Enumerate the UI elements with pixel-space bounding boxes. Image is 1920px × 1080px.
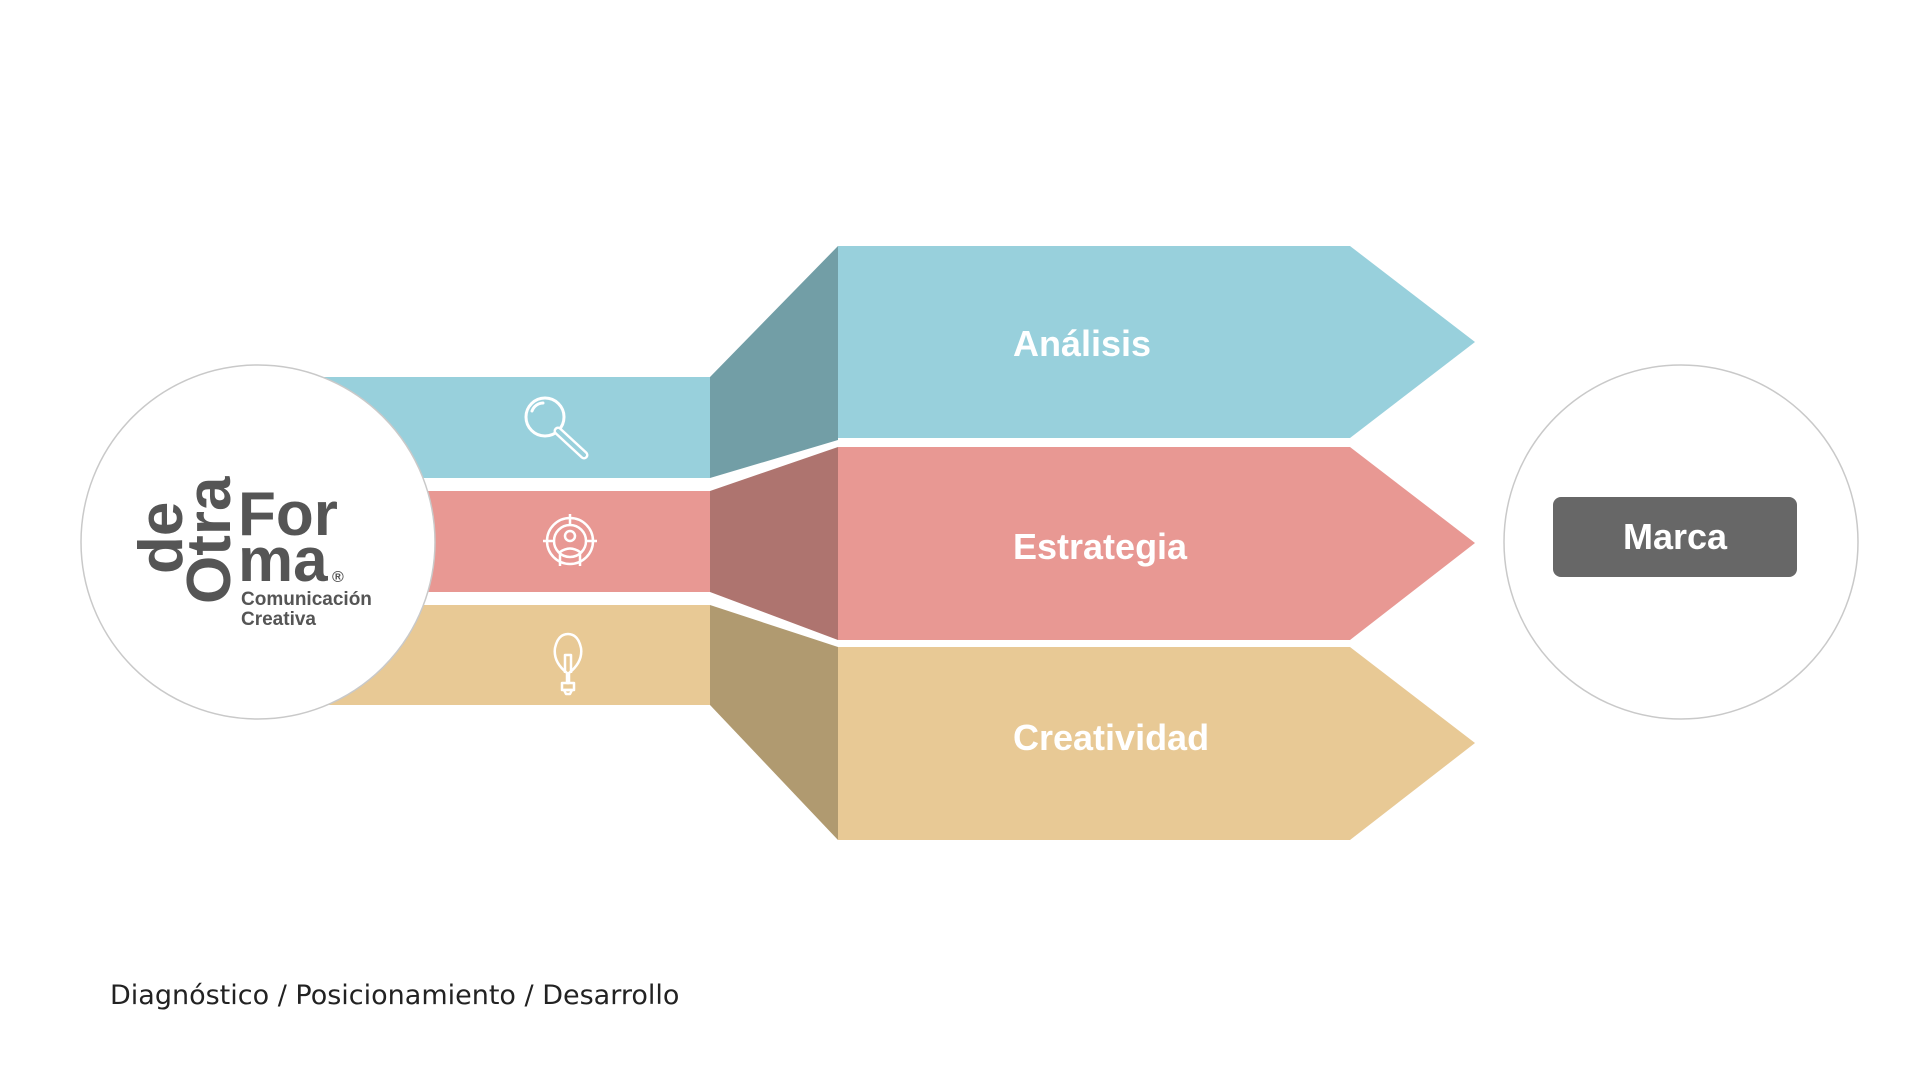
logo-tagline-line2: Creativa: [241, 609, 316, 630]
arrow-analisis: [838, 246, 1475, 438]
caption: Diagnóstico / Posicionamiento / Desarrol…: [110, 980, 680, 1011]
logo-registered-mark: ®: [332, 569, 344, 586]
logo-word-for: For: [238, 480, 338, 549]
logo-tagline-line1: Comunicación: [241, 589, 372, 610]
logo-word-de: de: [127, 502, 196, 574]
connector-creatividad: [710, 605, 838, 840]
arrow-creatividad: [838, 647, 1475, 840]
connector-estrategia: [710, 447, 838, 640]
connector-analisis: [710, 246, 838, 478]
magnifier-icon: [524, 396, 589, 460]
band-creatividad: [320, 605, 710, 705]
deotraforma-logo: de Otra For ma ® Comunicación Creativa: [127, 476, 372, 630]
target-person-icon: [543, 514, 597, 566]
logo-word-ma: ma: [238, 526, 328, 595]
lightbulb-icon: [553, 632, 583, 696]
stage-label-estrategia: Estrategia: [1013, 526, 1188, 567]
arrow-estrategia: [838, 447, 1475, 640]
stage-label-creatividad: Creatividad: [1013, 717, 1209, 758]
logo-word-otra: Otra: [175, 476, 244, 604]
marca-label: Marca: [1622, 516, 1728, 557]
band-analisis: [320, 377, 710, 478]
stage-label-analisis: Análisis: [1013, 323, 1151, 364]
marca-badge: Marca: [1553, 497, 1797, 577]
logo-circle: [80, 364, 436, 720]
